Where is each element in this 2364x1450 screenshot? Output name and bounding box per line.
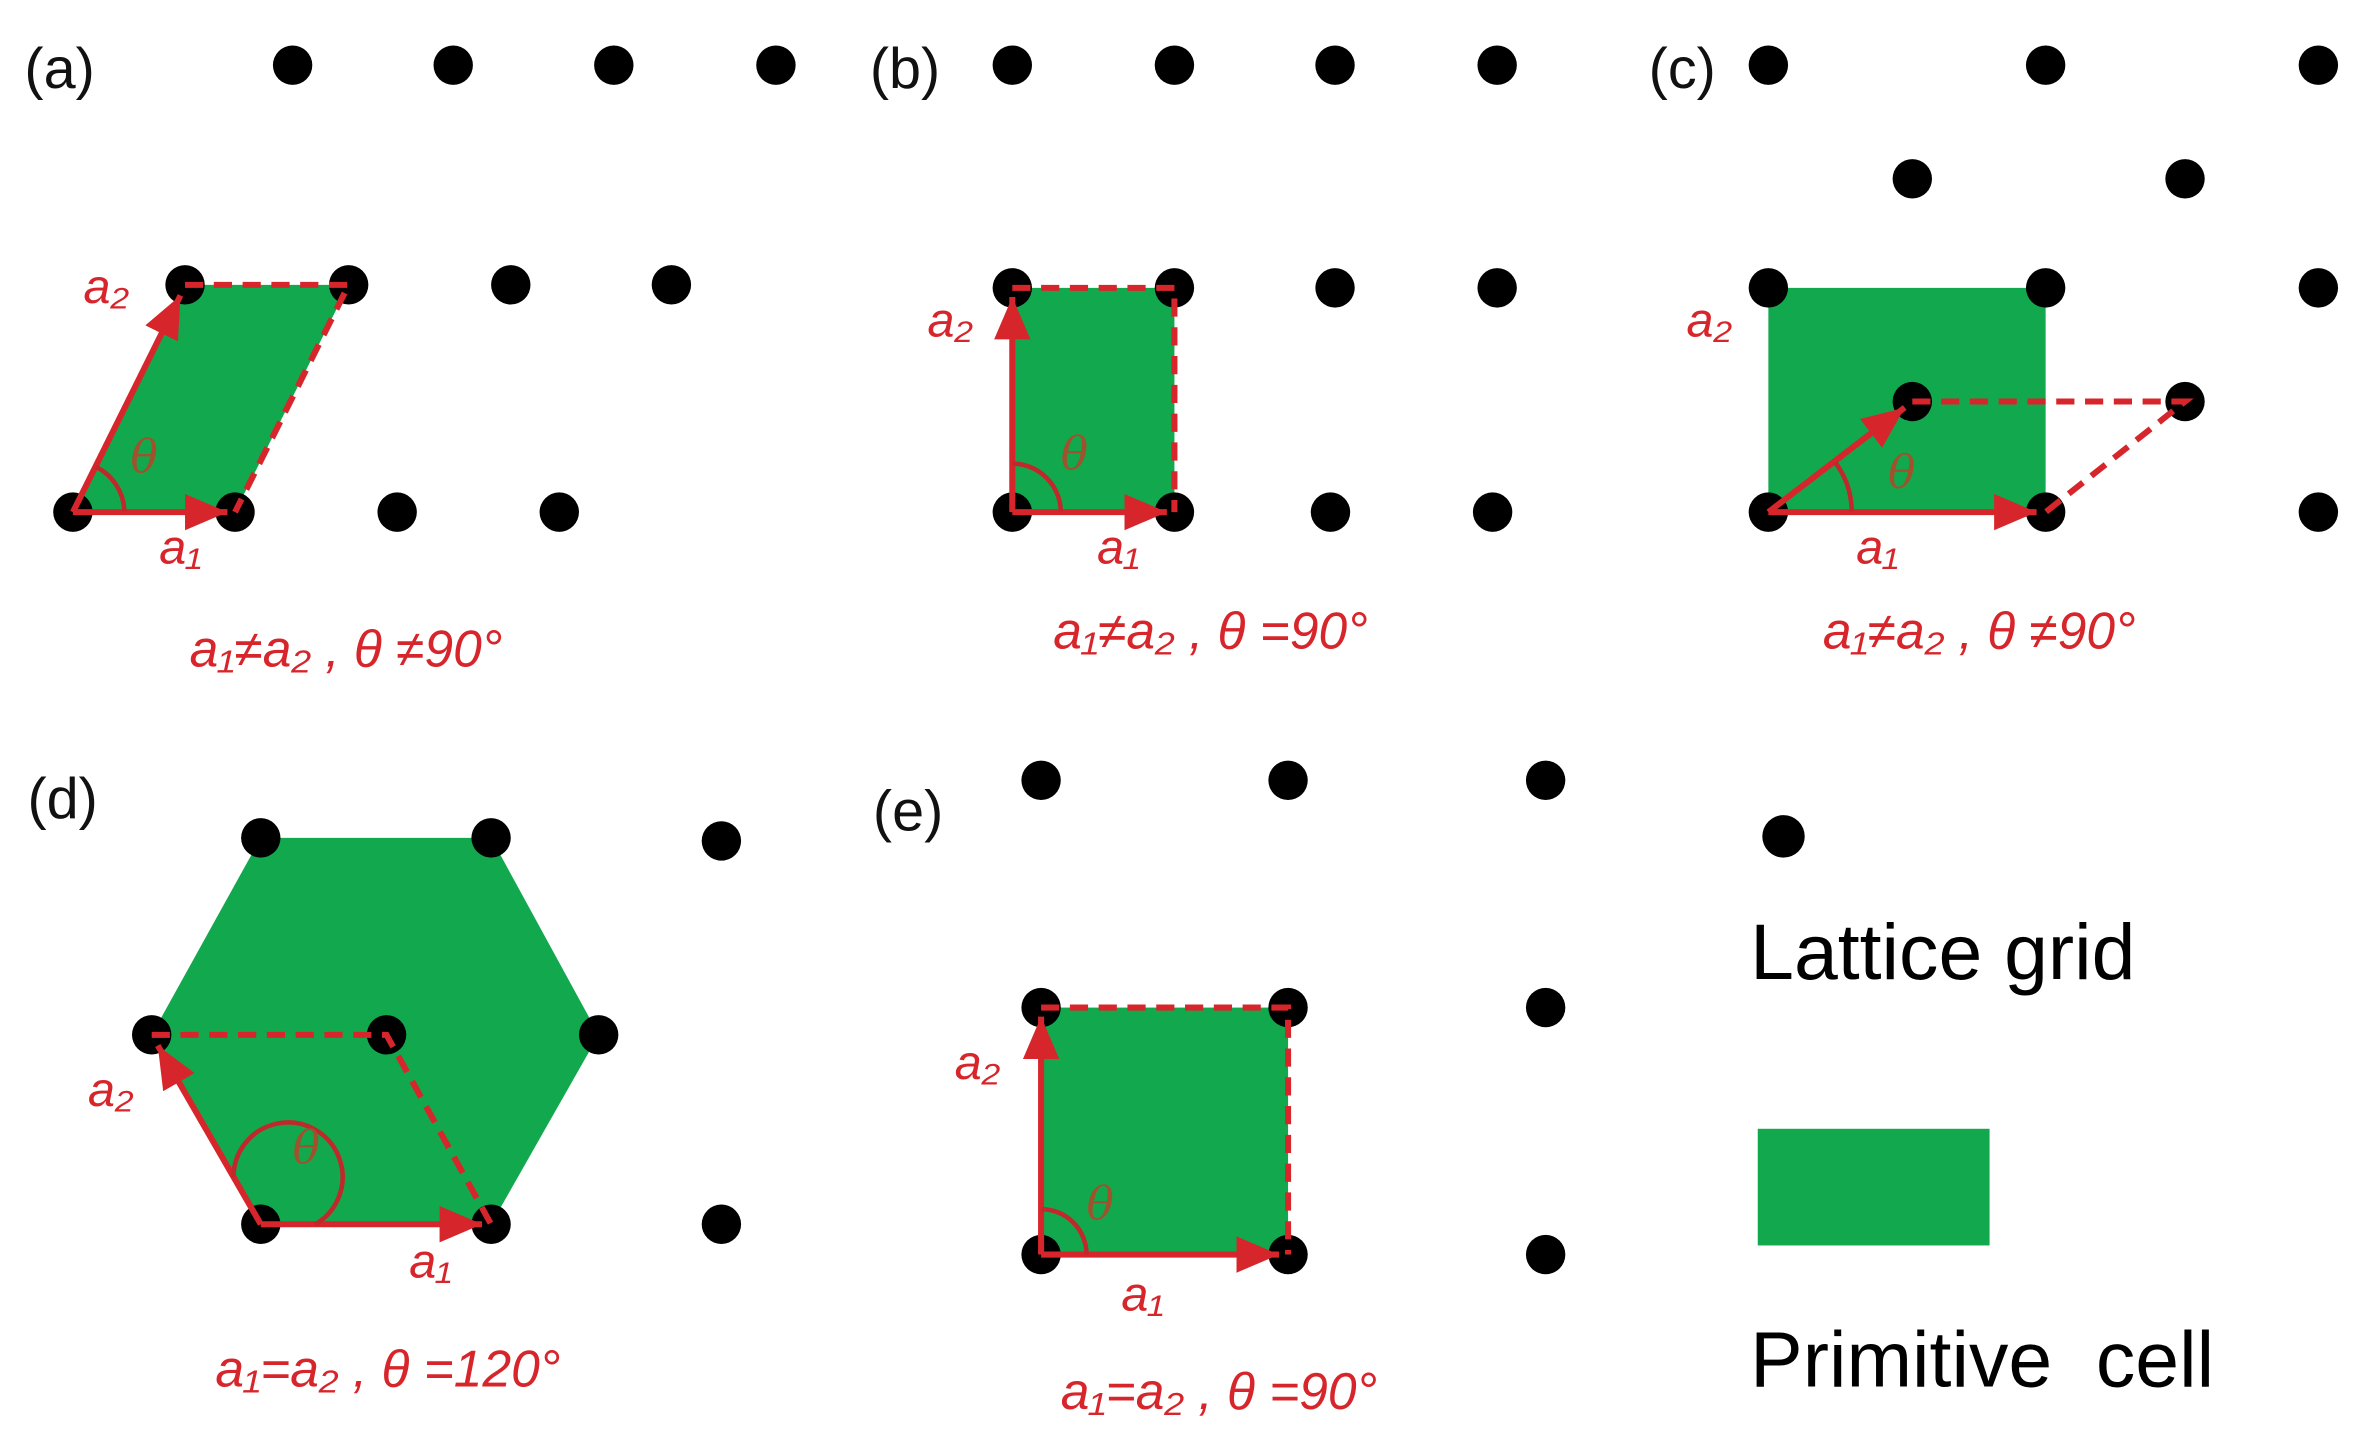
- lattice-point: [1477, 268, 1517, 308]
- legend-lattice-label: Lattice grid: [1750, 908, 2135, 996]
- lattice-point: [241, 818, 281, 858]
- lattice-point: [1748, 268, 1789, 308]
- panel-label: (c): [1649, 37, 1716, 101]
- lattice-point: [594, 45, 634, 85]
- lattice-point: [1525, 1234, 1566, 1275]
- angle-arc: [231, 1120, 345, 1227]
- lattice-point: [756, 45, 796, 85]
- cell-edge-dashed: [185, 281, 354, 514]
- panel-a: θ a₁ a₂ (a) a₁≠a₂ , θ ≠90°: [24, 37, 796, 678]
- panel-label: (d): [27, 767, 97, 831]
- a2-label: a₂: [927, 293, 973, 347]
- primitive-cell-swatch: [1757, 1128, 1990, 1246]
- lattice-point: [1315, 45, 1355, 85]
- lattice-point: [992, 45, 1032, 85]
- vector-a2: [1766, 405, 1907, 515]
- cell-edge-dashed: [151, 1031, 494, 1226]
- angle-arc: [1833, 460, 1854, 513]
- a1-label: a₁: [1097, 521, 1139, 575]
- lattice-point: [377, 492, 417, 532]
- lattice-point: [471, 818, 511, 858]
- theta-label: θ: [1061, 428, 1088, 481]
- primitive-cell: [72, 284, 349, 513]
- theta-label: θ: [130, 431, 157, 484]
- angle-arc: [1012, 461, 1064, 513]
- primitive-cell: [1012, 287, 1175, 513]
- angle-arc: [1041, 1206, 1089, 1255]
- lattice-point: [132, 1015, 172, 1055]
- a1-label: a₁: [1856, 521, 1898, 575]
- theta-label: θ: [1087, 1178, 1114, 1231]
- lattice-point: [2298, 45, 2339, 85]
- theta-label: θ: [1888, 446, 1915, 499]
- panel-caption: a₁=a₂ , θ =120°: [215, 1339, 560, 1397]
- lattice-point: [2025, 45, 2066, 85]
- cell-edge-dashed: [1912, 398, 2194, 515]
- panel-caption: a₁≠a₂ , θ ≠90°: [1823, 601, 2136, 659]
- lattice-point: [2298, 268, 2339, 308]
- lattice-point: [491, 265, 531, 305]
- lattice-point: [651, 265, 692, 305]
- panel-b: θ a₁ a₂ (b) a₁≠a₂ , θ =90°: [870, 37, 1517, 659]
- a2-label: a₂: [84, 260, 130, 314]
- lattice-point: [1154, 268, 1195, 308]
- lattice-point: [1268, 760, 1308, 800]
- a1-label: a₁: [159, 521, 201, 575]
- lattice-point: [1315, 268, 1355, 308]
- lattice-point-swatch: [1762, 815, 1805, 858]
- lattice-point: [1310, 492, 1351, 532]
- panel-e: θ a₁ a₂ (e) a₁=a₂ , θ =90°: [873, 760, 1566, 1420]
- panel-label: (b): [870, 37, 940, 101]
- lattice-point: [701, 821, 742, 861]
- lattice-point: [433, 45, 473, 85]
- a2-label: a₂: [955, 1036, 1001, 1090]
- lattice-point: [1525, 987, 1566, 1028]
- lattice-point: [1525, 760, 1566, 800]
- lattice-point: [1892, 159, 1932, 199]
- vector-a2: [70, 294, 184, 514]
- lattice-point: [2025, 268, 2066, 308]
- lattice-point: [2165, 159, 2205, 199]
- lattice-point: [1477, 45, 1517, 85]
- lattice-point: [578, 1015, 619, 1055]
- lattice-point: [1021, 760, 1061, 800]
- panel-caption: a₁≠a₂ , θ ≠90°: [190, 620, 503, 678]
- panel-c: θ a₁ a₂ (c) a₁≠a₂ , θ ≠90°: [1649, 37, 2339, 659]
- angle-arc: [94, 464, 127, 513]
- a1-label: a₁: [1121, 1268, 1163, 1322]
- panel-label: (a): [24, 37, 94, 101]
- lattice-point: [539, 492, 579, 532]
- lattice-point: [1472, 492, 1513, 532]
- theta-label: θ: [293, 1122, 320, 1175]
- cell-edge-dashed: [1012, 284, 1178, 513]
- legend-cell-label: Primitive cell: [1750, 1315, 2214, 1403]
- lattice-point: [328, 265, 369, 305]
- lattice-point: [1154, 45, 1195, 85]
- lattice-point: [2298, 492, 2339, 532]
- panel-caption: a₁=a₂ , θ =90°: [1061, 1362, 1377, 1420]
- lattice-point: [1748, 45, 1789, 85]
- panel-caption: a₁≠a₂ , θ =90°: [1053, 601, 1368, 659]
- legend: Lattice grid Primitive cell: [1750, 815, 2214, 1403]
- lattice-point: [701, 1204, 742, 1244]
- vector-a2: [155, 1043, 264, 1226]
- a2-label: a₂: [1687, 293, 1733, 347]
- cell-edge-dashed: [1041, 1004, 1292, 1255]
- primitive-cell: [1041, 1007, 1289, 1255]
- panel-label: (e): [873, 779, 943, 843]
- lattice-point: [272, 45, 313, 85]
- a2-label: a₂: [88, 1063, 134, 1117]
- a1-label: a₁: [409, 1234, 451, 1288]
- panel-d: θ a₁ a₂ (d) a₁=a₂ , θ =120°: [27, 767, 742, 1397]
